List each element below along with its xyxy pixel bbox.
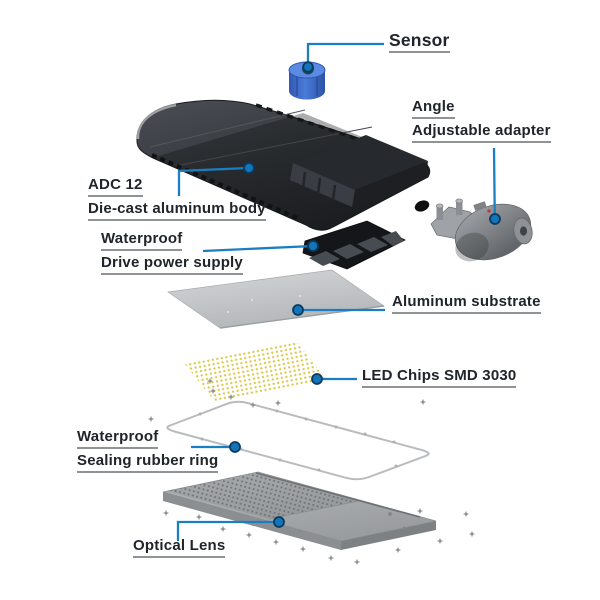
marker-dot-rubber-ring	[229, 441, 241, 453]
marker-dot-power-supply	[307, 240, 319, 252]
marker-dot-substrate	[292, 304, 304, 316]
label-adapter: Angle Adjustable adapter	[412, 99, 551, 147]
label-substrate: Aluminum substrate	[392, 294, 541, 318]
marker-dot-led-chips	[311, 373, 323, 385]
label-led-chips: LED Chips SMD 3030	[362, 368, 517, 392]
label-body: ADC 12 Die-cast aluminum body	[88, 177, 266, 225]
power-supply-illustration	[302, 220, 406, 270]
label-rubber-ring-line1: Waterproof	[77, 429, 159, 449]
marker-dot-body	[243, 162, 255, 174]
adapter-illustration	[414, 198, 533, 262]
die-cast-body-illustration	[136, 99, 431, 231]
label-power-supply-line2: Drive power supply	[101, 254, 243, 275]
label-optical-lens: Optical Lens	[133, 538, 226, 562]
marker-dot-adapter	[489, 213, 501, 225]
rubber-ring-illustration	[166, 400, 430, 481]
label-substrate-line1: Aluminum substrate	[392, 294, 541, 314]
label-body-line2: Die-cast aluminum body	[88, 200, 266, 221]
label-sensor-line1: Sensor	[389, 31, 450, 54]
marker-dot-optical-lens	[273, 516, 285, 528]
led-chips-illustration	[184, 341, 327, 402]
leader-line-adapter	[492, 147, 496, 220]
label-power-supply: Waterproof Drive power supply	[101, 231, 243, 279]
label-adapter-line1: Angle	[412, 99, 455, 119]
substrate-illustration	[167, 269, 385, 329]
leader-line-sensor	[306, 42, 384, 66]
label-sensor: Sensor	[389, 31, 450, 57]
leader-line-power-supply	[202, 244, 314, 253]
label-power-supply-line1: Waterproof	[101, 231, 183, 251]
label-rubber-ring: Waterproof Sealing rubber ring	[77, 429, 219, 477]
label-led-chips-line1: LED Chips SMD 3030	[362, 368, 517, 388]
label-adapter-line2: Adjustable adapter	[412, 122, 551, 143]
label-optical-lens-line1: Optical Lens	[133, 538, 226, 558]
leader-line-body	[177, 166, 249, 196]
marker-dot-sensor	[302, 61, 314, 73]
label-body-line1: ADC 12	[88, 177, 143, 197]
label-rubber-ring-line2: Sealing rubber ring	[77, 452, 219, 473]
leader-line-optical-lens	[176, 520, 279, 541]
